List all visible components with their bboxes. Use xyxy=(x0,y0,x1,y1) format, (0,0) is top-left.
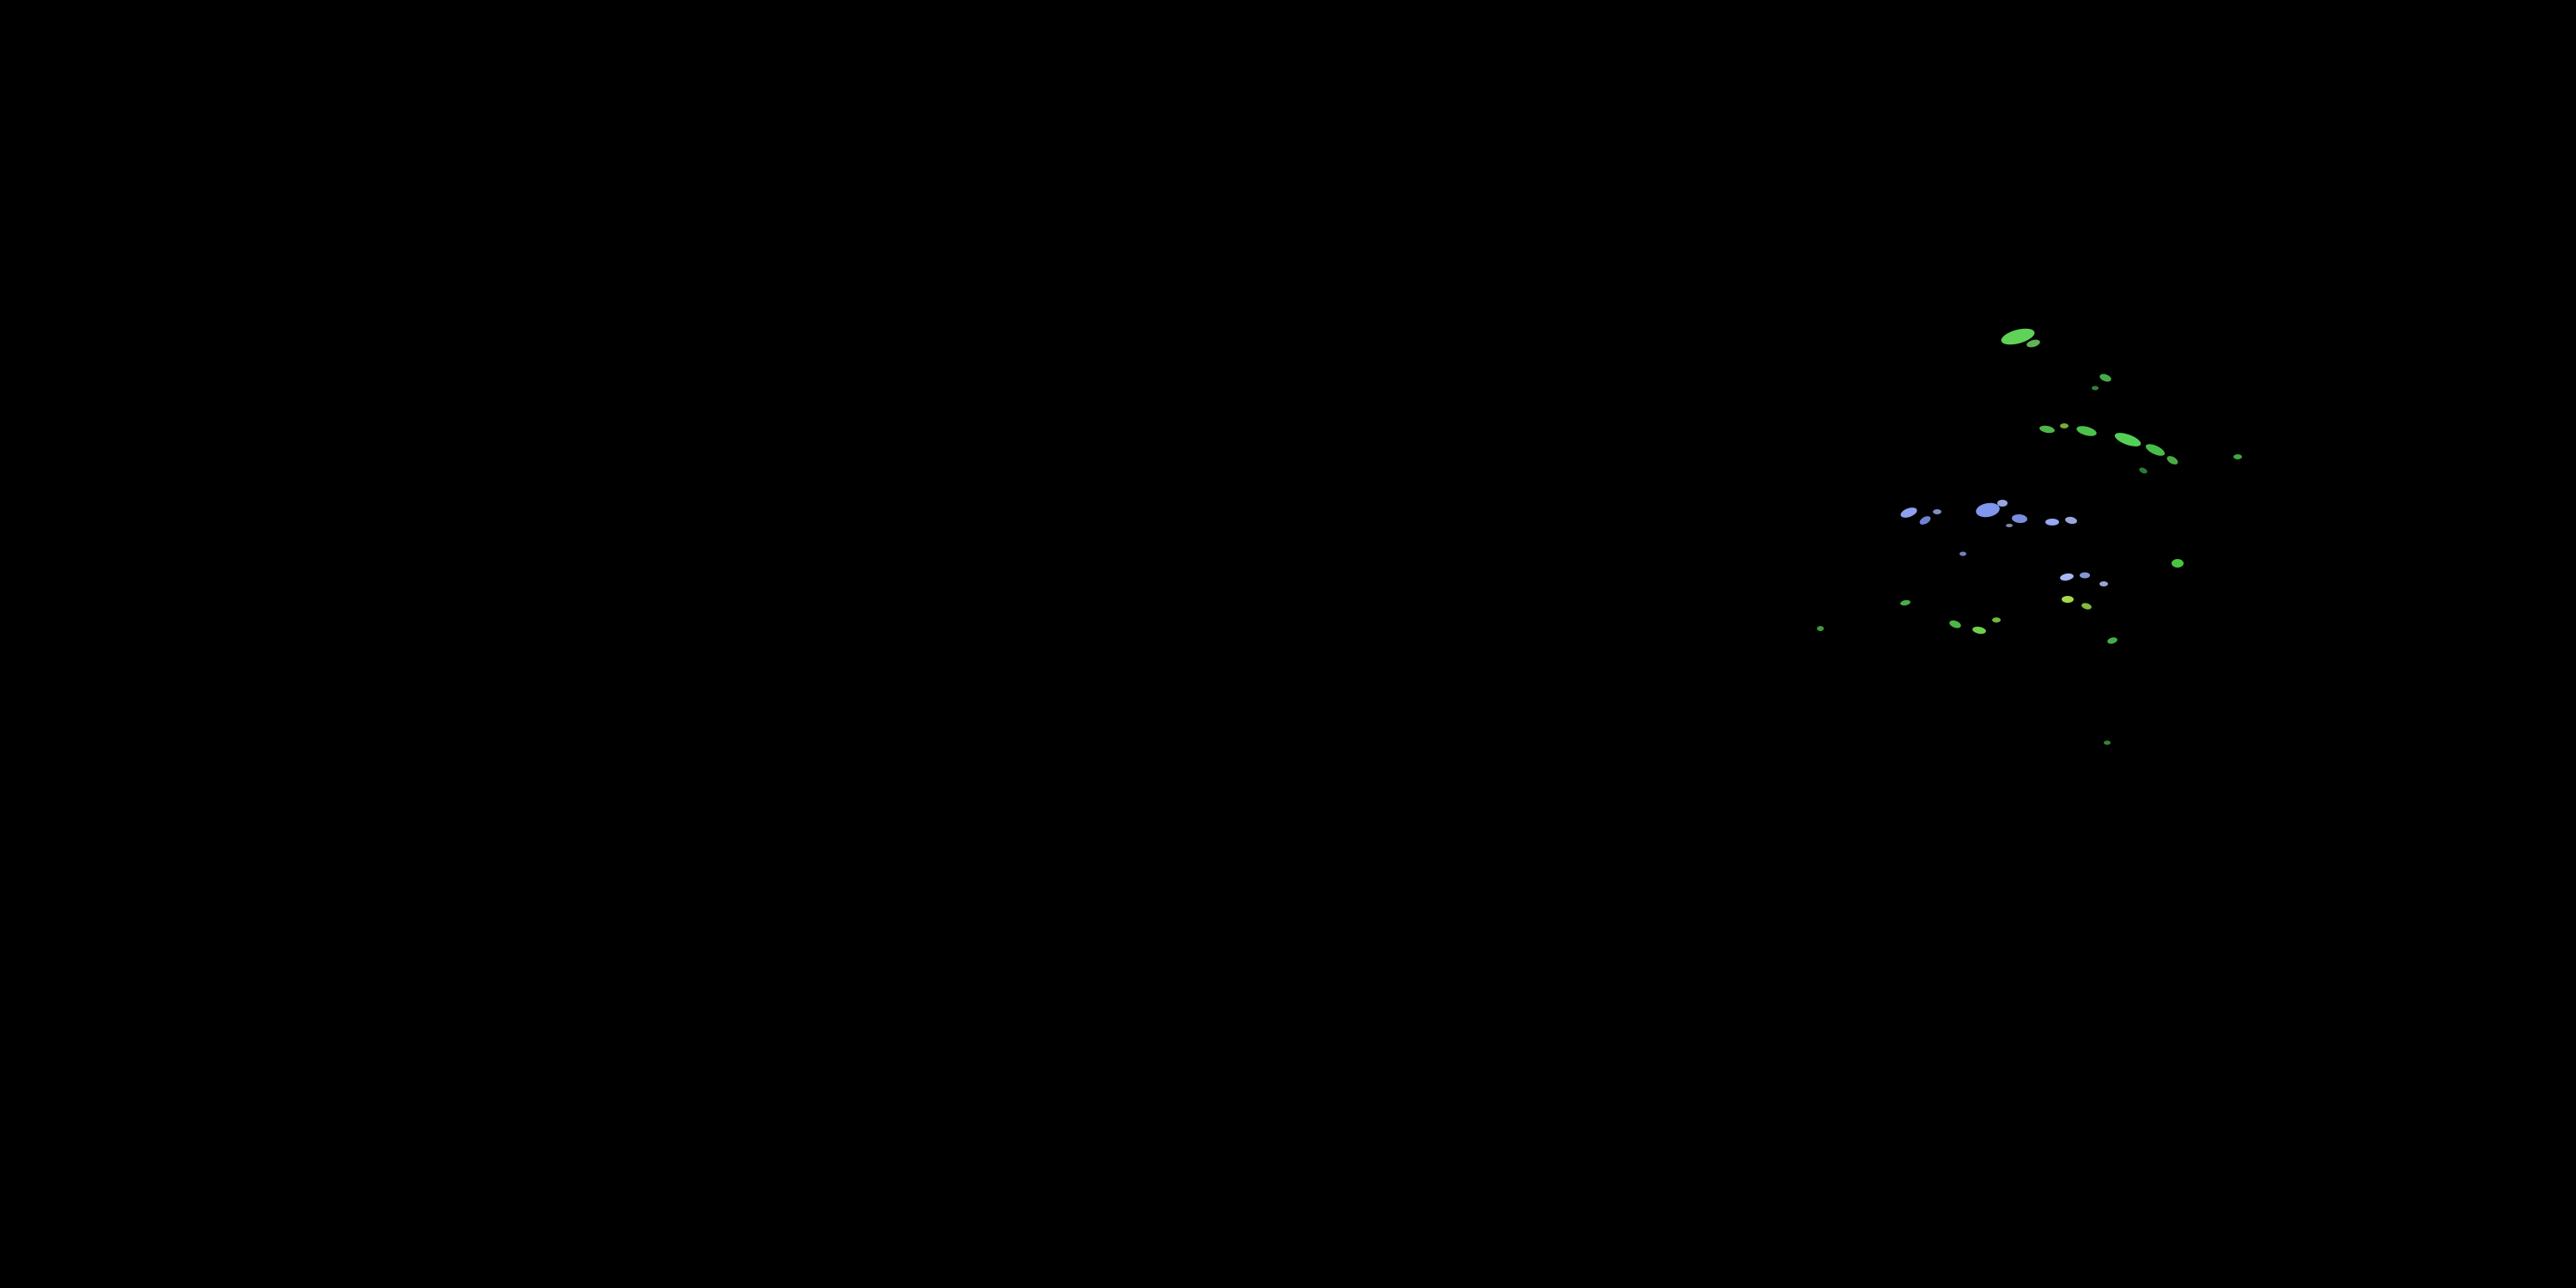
fluorescent-blob xyxy=(2076,426,2097,436)
fluorescent-blob xyxy=(2139,467,2148,474)
fluorescent-blob xyxy=(2099,374,2111,382)
fluorescent-blob xyxy=(1817,626,1824,631)
fluorescent-blob xyxy=(2092,386,2099,391)
fluorescent-blob xyxy=(2065,516,2077,525)
fluorescent-blob xyxy=(2099,581,2108,586)
fluorescent-blob xyxy=(1933,509,1941,514)
fluorescent-blob xyxy=(2080,572,2090,579)
fluorescent-blob xyxy=(2104,740,2111,745)
fluorescent-blob xyxy=(2039,425,2055,434)
fluorescent-blob xyxy=(2107,637,2117,644)
fluorescent-blob xyxy=(1976,502,2000,518)
fluorescent-blob xyxy=(2001,328,2035,345)
fluorescent-blob xyxy=(2006,524,2013,527)
fluorescent-blob xyxy=(1919,516,1931,525)
fluorescent-blob xyxy=(1900,599,1911,606)
fluorescent-blob xyxy=(2166,456,2178,465)
fluorescent-blob xyxy=(2060,423,2069,428)
fluorescent-blob xyxy=(2081,603,2092,610)
fluorescent-blob xyxy=(2062,596,2074,603)
fluorescent-blob xyxy=(1949,620,1961,629)
fluorescent-blob xyxy=(1972,626,1986,635)
fluorescent-blob xyxy=(2233,454,2242,459)
fluorescent-blob xyxy=(2145,444,2166,456)
fluorescent-blob xyxy=(1900,507,1917,518)
fluorescent-blob xyxy=(1959,551,1966,556)
fluorescent-blob xyxy=(2172,559,2184,568)
fluorescent-blob xyxy=(1992,617,2001,623)
fluorescent-blob xyxy=(2045,519,2059,526)
fluorescent-blob xyxy=(2026,339,2040,348)
fluorescent-blob xyxy=(2060,573,2074,581)
fluorescent-blob xyxy=(2114,433,2142,447)
fluorescent-blob xyxy=(2012,513,2027,524)
fluorescent-blob xyxy=(1997,500,2008,507)
